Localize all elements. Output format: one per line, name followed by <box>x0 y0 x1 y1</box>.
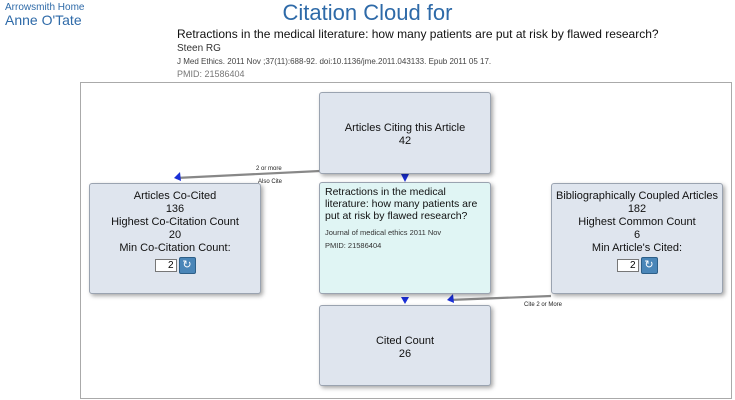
center-article-pmid: PMID: 21586404 <box>325 241 382 250</box>
coupled-connector <box>448 294 552 302</box>
cocited-label: Articles Co-Cited <box>133 190 217 202</box>
center-article-title: Retractions in the medical literature: h… <box>325 186 478 222</box>
coupled-highest-value: 6 <box>633 229 641 241</box>
coupled-min-input[interactable] <box>616 259 639 272</box>
center-article-journal: Journal of medical ethics 2011 Nov <box>325 228 442 237</box>
citing-count: 42 <box>398 135 412 147</box>
article-title: Retractions in the medical literature: h… <box>177 27 659 41</box>
cocited-arrowhead-icon <box>174 172 181 181</box>
coupled-min-control: ↻ <box>616 257 658 274</box>
coupled-label: Bibliographically Coupled Articles <box>555 190 719 202</box>
article-citation: J Med Ethics. 2011 Nov ;37(11):688-92. d… <box>177 57 492 66</box>
cocited-min-input[interactable] <box>154 259 177 272</box>
coupled-highest-label: Highest Common Count <box>578 216 696 228</box>
center-article-box[interactable]: Retractions in the medical literature: h… <box>319 182 491 294</box>
coupled-arrowhead-icon <box>447 294 454 303</box>
article-author: Steen RG <box>177 43 221 54</box>
cocited-articles-box[interactable]: Articles Co-Cited 136 Highest Co-Citatio… <box>89 183 261 294</box>
cocited-highest-label: Highest Co-Citation Count <box>111 216 239 228</box>
arrow-label-two-or-more: 2 or more <box>256 166 282 172</box>
coupled-refresh-icon[interactable]: ↻ <box>640 257 658 274</box>
coupled-count: 182 <box>627 203 647 215</box>
cocited-highest-value: 20 <box>168 229 182 241</box>
page-title: Citation Cloud for <box>282 0 453 25</box>
cited-label: Cited Count <box>375 335 435 347</box>
coupled-articles-box[interactable]: Bibliographically Coupled Articles 182 H… <box>551 183 723 294</box>
arrow-label-also-cite: Also Cite <box>258 179 283 185</box>
article-pmid: PMID: 21586404 <box>177 69 245 79</box>
arrow-label-cite-two-or-more: Cite 2 or More <box>524 302 563 308</box>
arrowsmith-home-link[interactable]: Arrowsmith Home <box>5 2 85 13</box>
cited-count-box[interactable]: Cited Count 26 <box>319 305 491 386</box>
anne-otate-link[interactable]: Anne O'Tate <box>5 12 82 28</box>
citing-articles-box[interactable]: Articles Citing this Article 42 <box>319 92 491 174</box>
coupled-min-label: Min Article's Cited: <box>591 242 683 254</box>
cocited-connector <box>175 169 321 180</box>
cocited-min-label: Min Co-Citation Count: <box>119 242 231 254</box>
cited-arrowhead-icon <box>401 297 409 304</box>
cocited-min-control: ↻ <box>154 257 196 274</box>
cocited-count: 136 <box>165 203 185 215</box>
citing-arrowhead-icon <box>401 174 409 182</box>
citing-label: Articles Citing this Article <box>344 122 466 134</box>
cocited-refresh-icon[interactable]: ↻ <box>178 257 196 274</box>
cited-count: 26 <box>398 348 412 360</box>
